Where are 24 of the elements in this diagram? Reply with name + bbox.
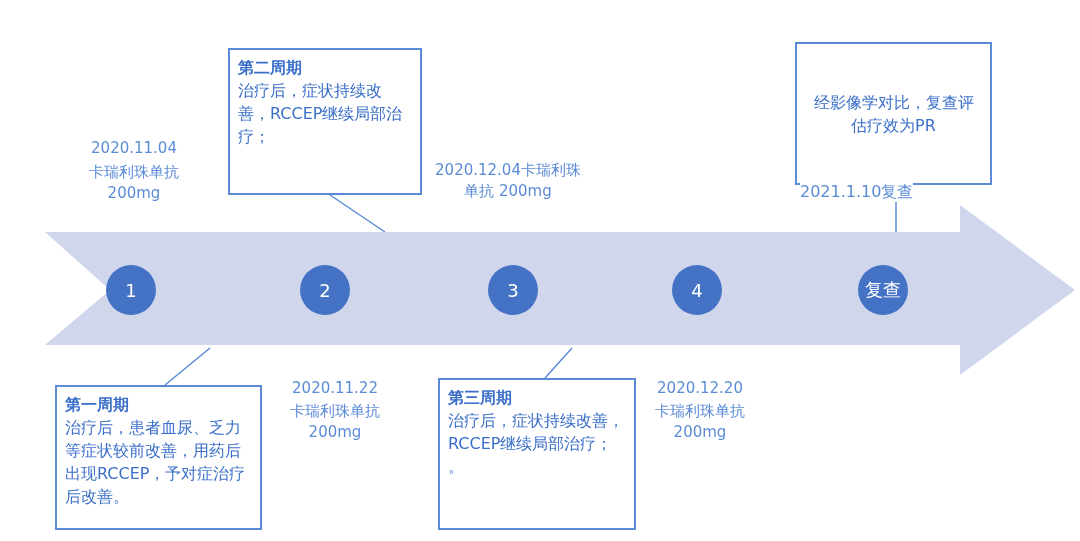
date-label: 2020.12.20 xyxy=(656,378,744,399)
note-text: 经影像学对比，复查评估疗效为PR xyxy=(812,91,975,137)
note-text: 。 xyxy=(448,456,465,478)
leader-line xyxy=(544,347,573,379)
date-label: 2020.11.04 xyxy=(90,138,178,159)
note-text: 治疗后，症状持续改善，RCCEP继续局部治疗； xyxy=(448,410,625,455)
timeline-arrow xyxy=(45,205,1075,375)
note-text: 治疗后，症状持续改善，RCCEP继续局部治疗； xyxy=(238,80,404,148)
dose-label: 卡瑞利珠单抗 200mg xyxy=(654,401,746,443)
leader-line xyxy=(329,194,386,233)
leader-line xyxy=(164,347,211,386)
date-dose-label: 2020.12.04卡瑞利珠单抗 200mg xyxy=(434,160,582,202)
note-box xyxy=(55,385,262,530)
dose-label: 卡瑞利珠单抗 200mg xyxy=(88,162,180,204)
note-box xyxy=(795,42,992,185)
note-text: 治疗后，患者血尿、乏力等症状较前改善，用药后出现RCCEP，予对症治疗后改善。 xyxy=(65,417,247,508)
cycle-heading: 第一周期 xyxy=(65,394,130,416)
dose-label: 卡瑞利珠单抗 200mg xyxy=(289,401,381,443)
note-box xyxy=(228,48,422,195)
cycle-heading: 第二周期 xyxy=(238,57,303,79)
date-label: 2021.1.10复查 xyxy=(800,181,914,202)
date-label: 2020.11.22 xyxy=(291,378,379,399)
note-box xyxy=(438,378,636,530)
cycle-heading: 第三周期 xyxy=(448,387,513,409)
